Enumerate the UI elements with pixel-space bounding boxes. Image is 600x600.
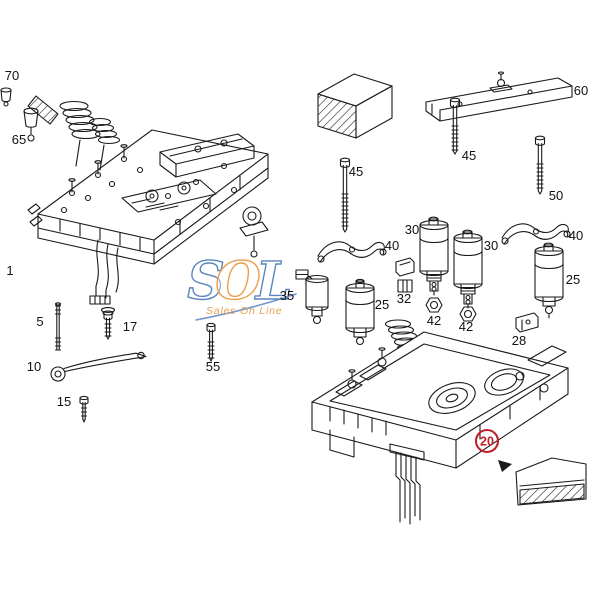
part-label-30-right: 30 — [484, 238, 498, 253]
part-label-40-left: 40 — [385, 238, 399, 253]
part-40-spring-clip-left — [317, 241, 387, 263]
part-20-conductor-plate — [311, 319, 569, 525]
part-55-bolt — [206, 322, 216, 362]
part-label-25-mid: 25 — [375, 297, 389, 312]
part-25-solenoid-mid — [345, 278, 375, 346]
part-label-10: 10 — [27, 359, 41, 374]
part-45-bolt-left — [339, 157, 351, 233]
part-35-solenoid — [295, 269, 329, 325]
part-10-lever — [50, 351, 147, 382]
part-30-solenoid-right — [453, 229, 483, 309]
part-70-clip — [0, 87, 12, 107]
part-40-spring-clip-right — [501, 223, 571, 245]
part-label-35: 35 — [280, 288, 294, 303]
part-label-70: 70 — [5, 68, 19, 83]
highlight-circle-20: 20 — [474, 428, 500, 454]
part-label-42-left: 42 — [427, 313, 441, 328]
part-label-40-right: 40 — [569, 228, 583, 243]
part-17-bolt — [100, 307, 116, 340]
part-label-1: 1 — [6, 263, 13, 278]
part-50-bolt — [534, 135, 546, 195]
part-1-valve-body — [27, 100, 269, 305]
part-25-solenoid-right — [534, 242, 564, 319]
part-65-valve — [23, 107, 39, 142]
part-label-25-right: 25 — [566, 272, 580, 287]
part-label-60: 60 — [574, 83, 588, 98]
watermark-subtitle: Sales On Line — [206, 305, 282, 317]
direction-indicator-icon — [498, 457, 587, 506]
control-module-box — [317, 73, 393, 139]
part-60-rail — [425, 71, 573, 122]
part-label-28: 28 — [512, 333, 526, 348]
part-label-17: 17 — [123, 319, 137, 334]
part-label-15: 15 — [57, 394, 71, 409]
part-32-connector — [395, 257, 415, 293]
hatched-wedge-icon — [27, 95, 59, 125]
watermark-letter-o: O — [215, 251, 260, 312]
part-28-clip — [515, 312, 539, 333]
part-5-stud — [54, 302, 62, 351]
part-label-42-right: 42 — [459, 319, 473, 334]
part-30-solenoid-left — [419, 216, 449, 296]
part-15-bolt — [79, 395, 89, 423]
part-label-20: 20 — [480, 435, 494, 449]
part-label-55: 55 — [206, 359, 220, 374]
part-label-30-left: 30 — [405, 222, 419, 237]
part-label-32: 32 — [397, 291, 411, 306]
part-label-45-right: 45 — [462, 148, 476, 163]
part-label-50: 50 — [549, 188, 563, 203]
watermark-letter-s: S — [187, 251, 225, 312]
part-label-45-left: 45 — [349, 164, 363, 179]
sol-watermark: S O L Sales On Line — [187, 250, 297, 321]
part-label-5: 5 — [36, 314, 43, 329]
part-42-nut-left — [425, 297, 443, 313]
part-42-nut-right — [459, 306, 477, 322]
part-label-65: 65 — [12, 132, 26, 147]
